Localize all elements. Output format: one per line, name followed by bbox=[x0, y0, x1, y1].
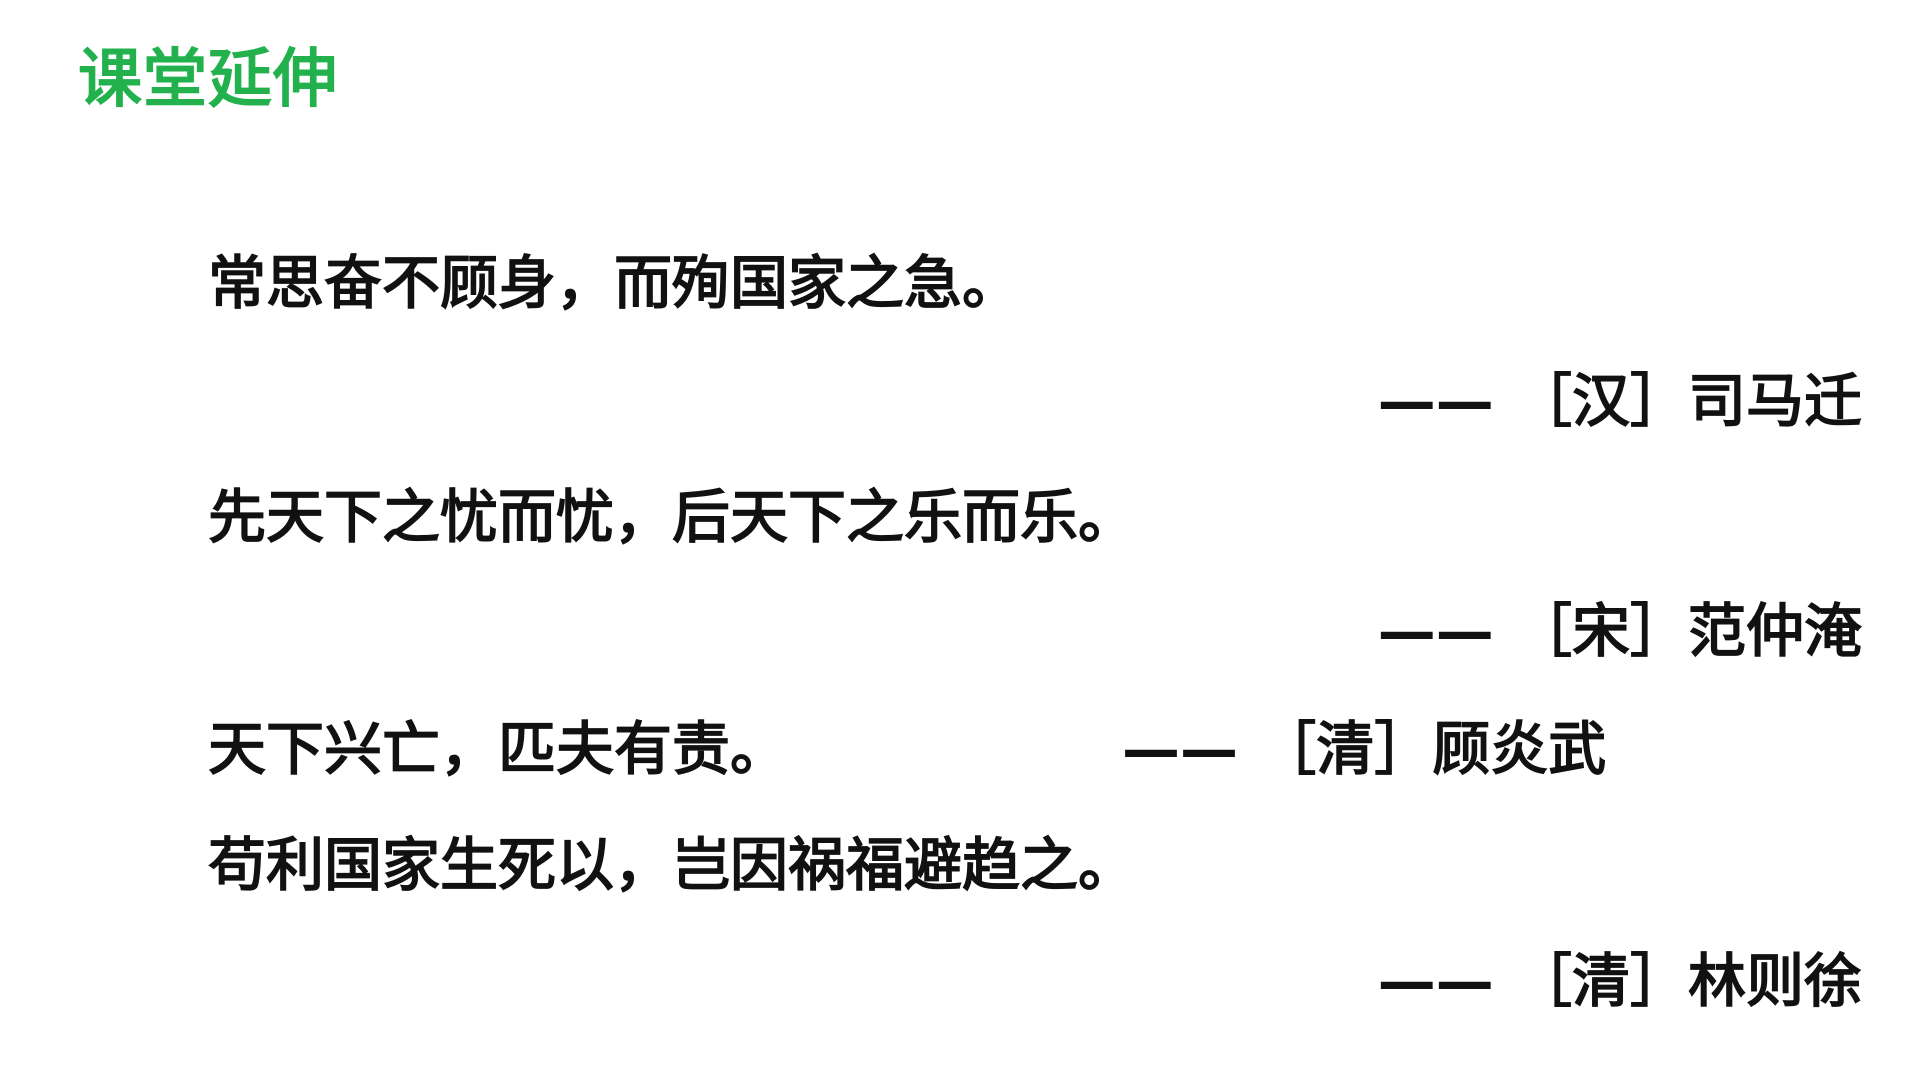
quote-2-text: 先天下之忧而忧，后天下之乐而乐。 bbox=[208, 483, 1137, 551]
quote-4-attribution: —— ［清］林则徐 bbox=[1377, 947, 1862, 1015]
slide-title: 课堂延伸 bbox=[78, 43, 338, 117]
quote-2-attribution: —— ［宋］范仲淹 bbox=[1377, 597, 1862, 665]
quote-1-attribution: —— ［汉］司马迁 bbox=[1377, 367, 1862, 435]
quote-1-text: 常思奋不顾身，而殉国家之急。 bbox=[208, 249, 1021, 317]
quote-3-attribution: —— ［清］顾炎武 bbox=[1122, 715, 1607, 783]
quote-4-text: 苟利国家生死以，岂因祸福避趋之。 bbox=[208, 831, 1137, 899]
quote-3-text: 天下兴亡，匹夫有责。 bbox=[208, 715, 789, 783]
